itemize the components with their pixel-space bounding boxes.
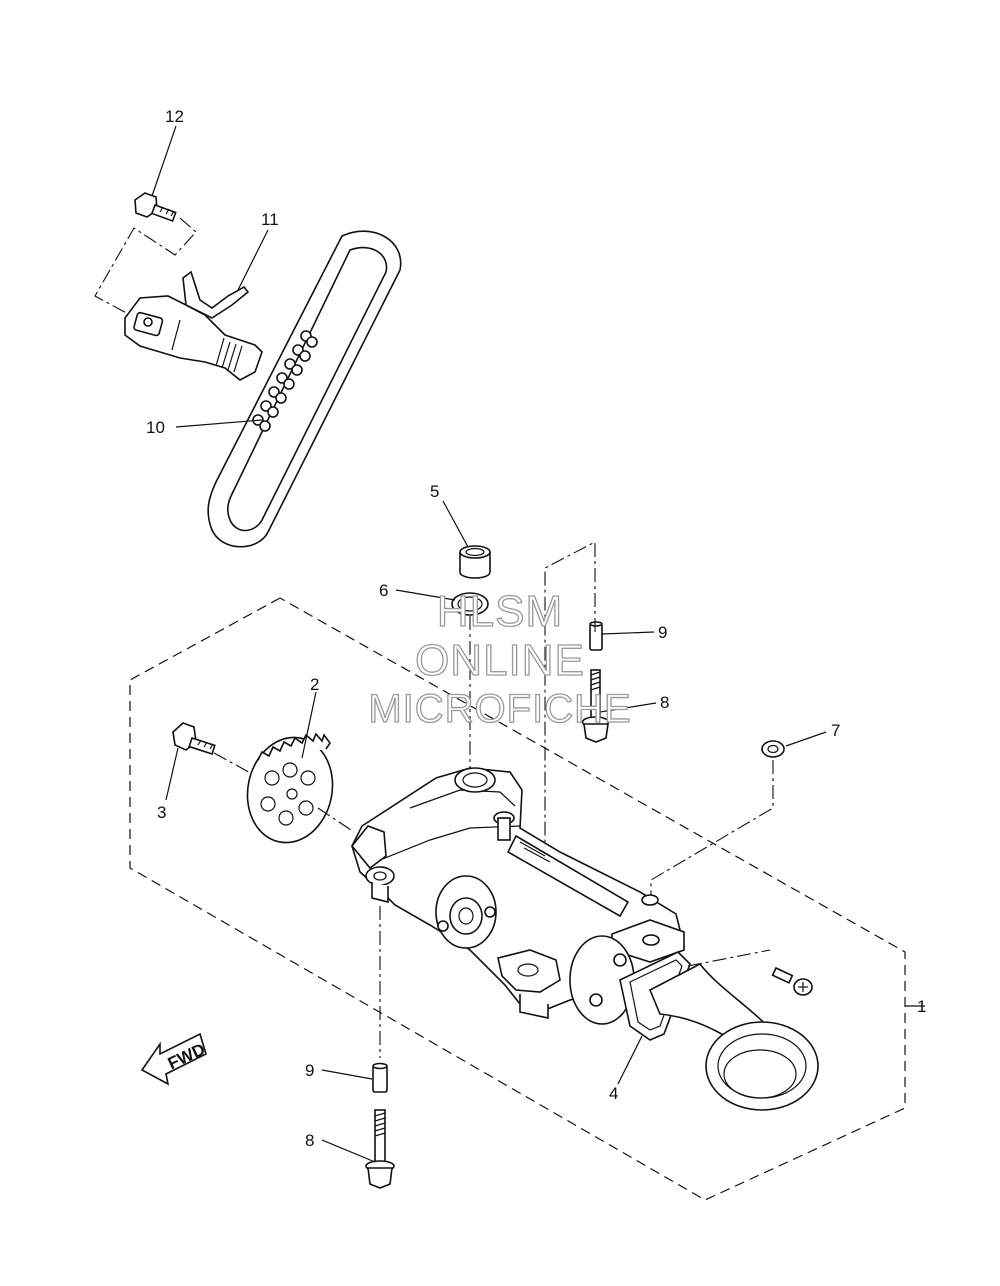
guide-3 [213,752,257,777]
callout-2: 2 [310,675,319,694]
watermark-line-1: HLSM [436,586,564,636]
callout-8-upper: 8 [660,693,669,712]
part-12-bolt [134,192,177,223]
callout-5: 5 [430,482,439,501]
part-8-bolt-lower [365,1109,395,1189]
chain-links [252,330,318,432]
callout-6: 6 [379,581,388,600]
callout-9-lower: 9 [305,1061,314,1080]
part-6-o-ring [451,592,489,616]
oil-strainer [648,962,819,1111]
strainer-screw [771,966,813,996]
part-12-guide-line [94,217,197,317]
part-8-bolt-upper [581,669,610,743]
part-3-bolt [172,722,216,755]
part-9-dowel-lower [372,1062,388,1093]
leader-lines [151,125,827,1163]
guide-strainer [687,949,771,967]
part-7-washer [761,740,785,758]
callout-10: 10 [146,418,165,437]
watermark-line-3: MICROFICHE [368,686,632,731]
guide-7 [650,760,774,898]
callout-9-upper: 9 [658,623,667,642]
watermark-line-2: ONLINE [414,635,585,685]
part-2-drive-gear [246,732,334,844]
callout-11: 11 [261,210,279,229]
assembly-boundary [129,597,906,1201]
part-9-dowel-upper [589,621,603,651]
guide-2 [317,807,355,833]
part-11-chain-guide [124,270,263,381]
guide-8-9-upper [544,541,596,842]
callout-12: 12 [165,107,184,126]
callout-7: 7 [831,721,840,740]
callout-4: 4 [609,1084,618,1103]
callout-8-lower: 8 [305,1131,314,1150]
callout-1: 1 [917,997,926,1016]
callout-numbers: 12 11 10 5 6 9 8 7 2 3 1 4 9 8 [146,107,926,1150]
part-10-chain [207,230,402,548]
part-5-collar [459,545,491,579]
part-1-oil-pump-housing [350,767,685,1025]
callout-3: 3 [157,803,166,822]
fwd-arrow-icon: FWD [140,1032,208,1086]
